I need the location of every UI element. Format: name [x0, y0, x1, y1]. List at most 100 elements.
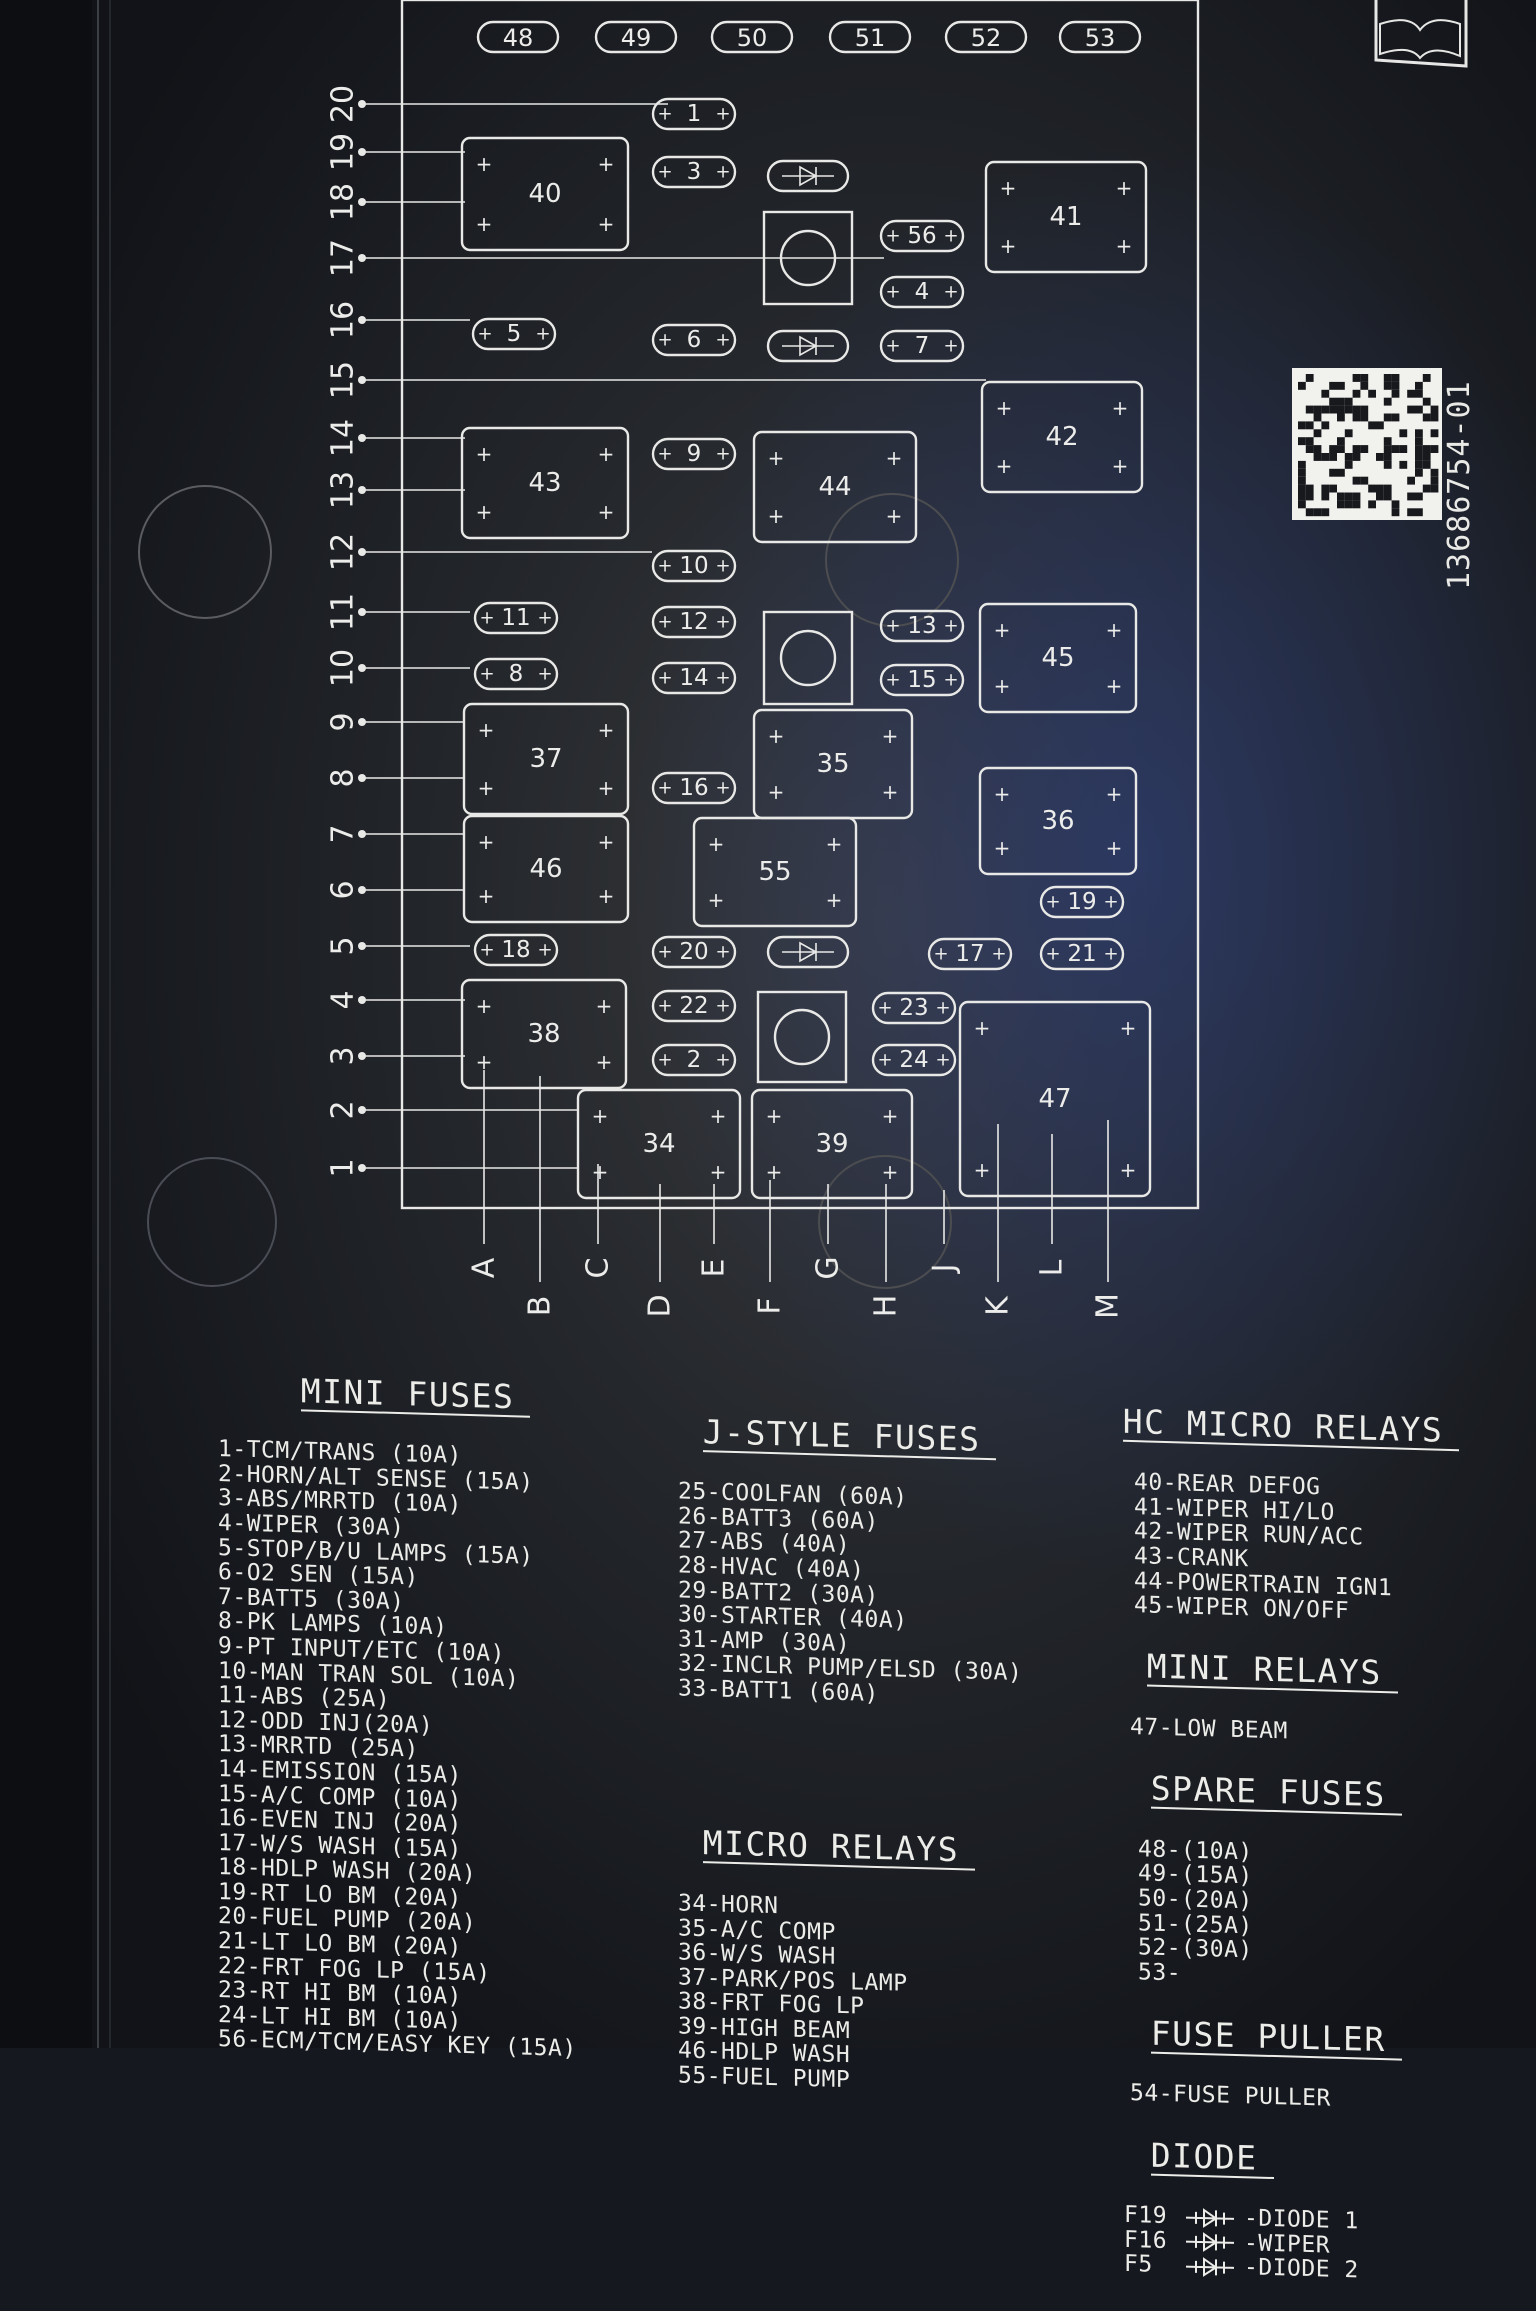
svg-text:20: 20: [679, 939, 708, 965]
fuse-11: ++11: [473, 601, 559, 635]
svg-text:16: 16: [679, 775, 708, 801]
svg-text:13: 13: [907, 613, 936, 639]
svg-text:1: 1: [687, 101, 702, 127]
diode-label: -WIPER: [1244, 2230, 1331, 2259]
socket-hole: [762, 610, 854, 706]
svg-text:+: +: [882, 1104, 899, 1128]
mold-circle: [825, 493, 959, 627]
relay-44: ++++44: [752, 430, 918, 544]
svg-text:+: +: [598, 152, 615, 176]
fuse-22: ++22: [651, 989, 737, 1023]
fuse-10: + +10: [651, 549, 737, 583]
fuse-14: ++14: [651, 661, 737, 695]
fuse-7: ++7: [879, 329, 965, 363]
relay-46: ++++46: [462, 814, 630, 924]
svg-text:+: +: [479, 664, 494, 685]
svg-text:+: +: [933, 944, 948, 965]
svg-text:9: 9: [687, 441, 702, 467]
fuse-puller-entry: 54-FUSE PULLER: [1130, 2080, 1331, 2113]
spare-fuse-49: 49: [594, 20, 678, 54]
svg-text:+: +: [1103, 944, 1118, 965]
svg-text:+: +: [882, 1160, 899, 1184]
svg-text:+: +: [478, 776, 495, 800]
svg-text:+: +: [592, 1104, 609, 1128]
svg-text:+: +: [477, 324, 492, 345]
mold-circle: [147, 1157, 277, 1287]
svg-text:+: +: [994, 836, 1011, 860]
fuse-56: ++56: [879, 219, 965, 253]
svg-text:49: 49: [621, 24, 652, 52]
svg-text:15: 15: [907, 667, 936, 693]
svg-text:+: +: [768, 504, 785, 528]
svg-text:+: +: [598, 884, 615, 908]
row-label: 17: [326, 239, 361, 277]
svg-text:+: +: [598, 776, 615, 800]
svg-text:52: 52: [971, 24, 1002, 52]
svg-text:+: +: [715, 778, 730, 799]
row-dot: [358, 148, 366, 156]
fuse-5: ++5: [471, 317, 557, 351]
svg-text:+: +: [715, 104, 730, 125]
row-dot: [358, 942, 366, 950]
svg-text:+: +: [877, 1050, 892, 1071]
row-dot: [358, 664, 366, 672]
column-label: J: [927, 1264, 962, 1275]
mold-circle: [138, 485, 272, 619]
svg-text:+: +: [537, 664, 552, 685]
svg-text:10: 10: [679, 553, 708, 579]
fuse-24: ++24: [871, 1043, 957, 1077]
spare-fuse-52: 52: [944, 20, 1028, 54]
svg-text:+: +: [1103, 892, 1118, 913]
row-label: 5: [326, 936, 361, 955]
row-dot: [358, 886, 366, 894]
svg-text:8: 8: [509, 661, 524, 687]
row-dot: [358, 1106, 366, 1114]
row-dot: [358, 1164, 366, 1172]
svg-text:+: +: [657, 556, 672, 577]
fuse-20: ++20: [651, 935, 737, 969]
mold-circle: [818, 1155, 952, 1289]
svg-text:+: +: [478, 830, 495, 854]
relay-number: 41: [1049, 202, 1082, 232]
svg-text:+: +: [715, 556, 730, 577]
svg-text:+: +: [657, 330, 672, 351]
svg-text:+: +: [994, 782, 1011, 806]
svg-text:+: +: [596, 1050, 613, 1074]
svg-text:+: +: [1116, 234, 1133, 258]
svg-text:+: +: [996, 454, 1013, 478]
svg-text:+: +: [1106, 782, 1123, 806]
svg-text:+: +: [715, 330, 730, 351]
relay-number: 34: [642, 1129, 675, 1159]
svg-text:+: +: [1106, 836, 1123, 860]
svg-text:+: +: [598, 212, 615, 236]
svg-text:+: +: [598, 442, 615, 466]
relay-number: 46: [529, 854, 562, 884]
fuse-13: ++13: [879, 609, 965, 643]
diode-ref: F16: [1124, 2226, 1168, 2254]
svg-text:51: 51: [855, 24, 886, 52]
relay-number: 44: [818, 472, 851, 502]
spare-fuse-48: 48: [476, 20, 560, 54]
svg-text:17: 17: [955, 941, 984, 967]
spare-fuse-53: 53: [1058, 20, 1142, 54]
socket-hole: [756, 990, 848, 1084]
svg-text:+: +: [996, 396, 1013, 420]
relay-37: ++++37: [462, 702, 630, 816]
svg-text:+: +: [1120, 1158, 1137, 1182]
svg-text:+: +: [715, 1050, 730, 1071]
svg-text:+: +: [826, 832, 843, 856]
svg-text:+: +: [826, 888, 843, 912]
relay-45: ++++45: [978, 602, 1138, 714]
fuse-23: ++23: [871, 991, 957, 1025]
row-label: 7: [326, 824, 361, 843]
column-label: L: [1035, 1259, 1070, 1276]
svg-text:18: 18: [501, 937, 530, 963]
svg-text:+: +: [537, 608, 552, 629]
relay-39: ++++39: [750, 1088, 914, 1200]
svg-text:+: +: [768, 724, 785, 748]
row-dot: [358, 1052, 366, 1060]
diode-icon: [1186, 2207, 1234, 2228]
svg-text:+: +: [708, 888, 725, 912]
svg-text:22: 22: [679, 993, 708, 1019]
relay-47: ++++47: [958, 1000, 1152, 1198]
